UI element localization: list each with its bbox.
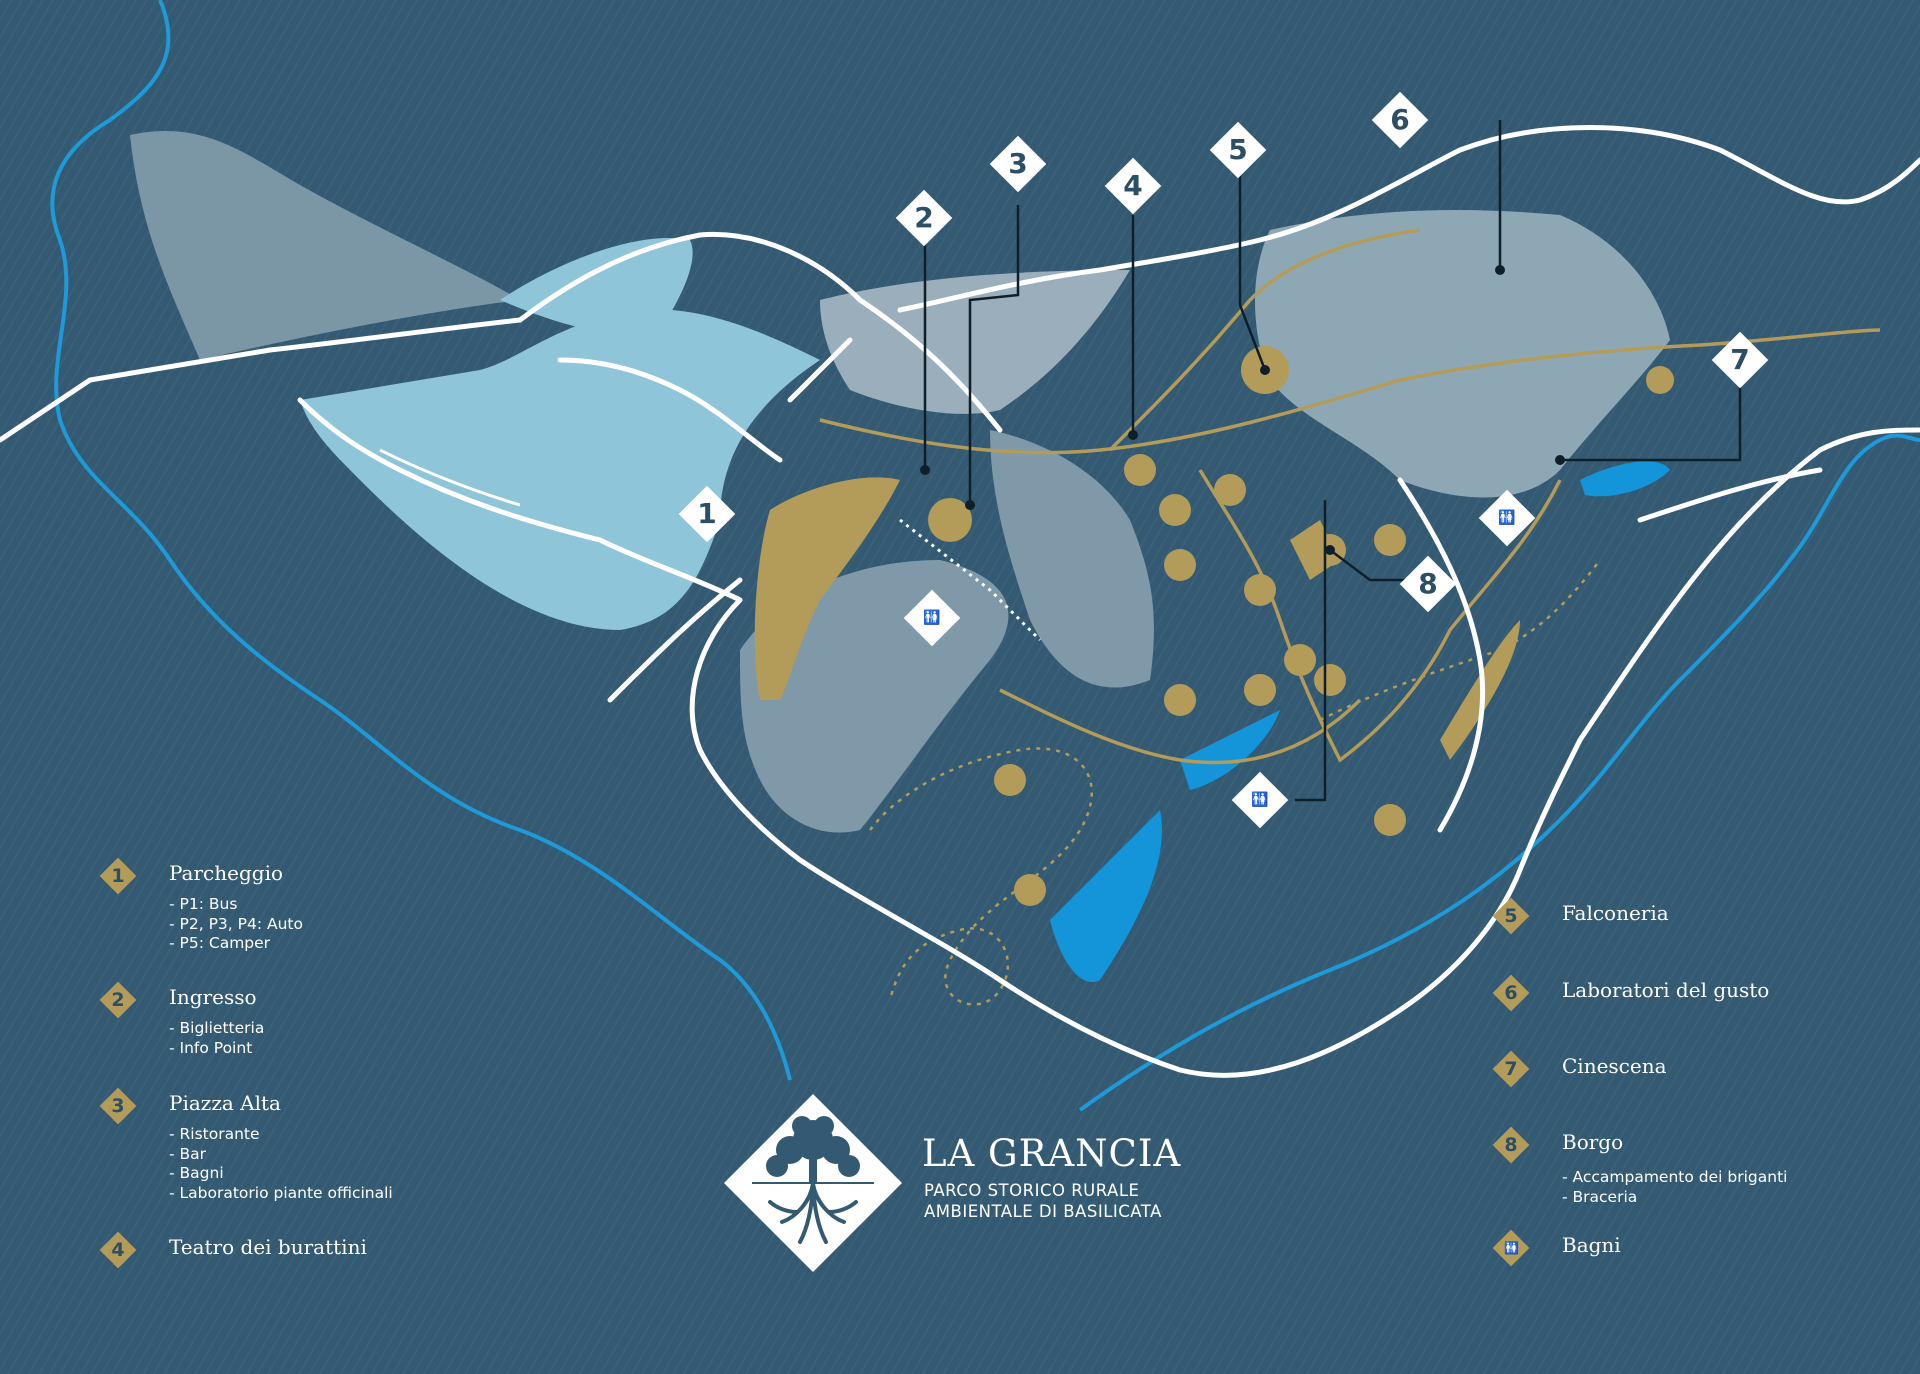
legend-diamond: 5 — [1492, 897, 1530, 935]
legend-title: Cinescena — [1562, 1054, 1667, 1078]
trails — [869, 559, 1601, 1006]
marker-label: 1 — [697, 497, 717, 530]
legend-diamond: 3 — [99, 1087, 137, 1125]
marker-label: 4 — [1123, 169, 1143, 202]
map-marker-1[interactable]: 1 — [678, 485, 736, 543]
marker-leader-ends — [920, 265, 1565, 555]
restroom-marker[interactable]: 🚻 — [903, 589, 961, 647]
map-marker-6[interactable]: 6 — [1371, 91, 1429, 149]
parking-area — [300, 309, 820, 630]
marker-label: 3 — [1008, 147, 1028, 180]
restroom-icon: 🚻 — [1504, 1241, 1519, 1255]
brand-title: LA GRANCIA — [922, 1132, 1182, 1175]
marker-label: 6 — [1390, 103, 1410, 136]
hillside-area — [130, 131, 520, 360]
restroom-accessible-icon: 🚻 — [1251, 792, 1269, 808]
map-marker-2[interactable]: 2 — [895, 189, 953, 247]
restroom-accessible-icon: 🚻 — [1498, 510, 1516, 526]
legend-title: Falconeria — [1562, 901, 1669, 925]
vineyard — [990, 430, 1154, 688]
entrance-walkway — [899, 518, 1042, 642]
parking-area-upper — [500, 238, 693, 334]
legend-diamond: 6 — [1492, 974, 1530, 1012]
legend-diamond: 🚻 — [1492, 1229, 1530, 1267]
map-marker-4[interactable]: 4 — [1104, 157, 1162, 215]
legend-title: Bagni — [1562, 1233, 1621, 1257]
legend-subitems: - Accampamento dei briganti - Braceria — [1562, 1168, 1788, 1206]
legend-title: Borgo — [1562, 1130, 1624, 1154]
legend-subitems: - Ristorante - Bar - Bagni - Laboratorio… — [169, 1125, 393, 1202]
legend-diamond: 1 — [99, 857, 137, 895]
legend-title: Piazza Alta — [169, 1091, 281, 1115]
legend-title: Laboratori del gusto — [1562, 978, 1770, 1002]
roads — [0, 125, 1920, 1078]
lake-south — [1050, 810, 1162, 982]
lake-mid — [1180, 710, 1280, 790]
map-marker-3[interactable]: 3 — [989, 135, 1047, 193]
legend-diamond: 8 — [1492, 1126, 1530, 1164]
grey-zone-east — [1255, 210, 1670, 498]
restroom-marker[interactable]: 🚻 — [1478, 489, 1536, 547]
legend-diamond: 7 — [1492, 1050, 1530, 1088]
restroom-accessible-icon: 🚻 — [923, 610, 941, 626]
marker-leaders — [923, 120, 1742, 802]
legend-diamond: 2 — [99, 981, 137, 1019]
map-marker-5[interactable]: 5 — [1209, 121, 1267, 179]
oak-tree-with-roots-icon — [724, 1094, 902, 1272]
rivers — [50, 0, 1920, 1112]
map-marker-8[interactable]: 8 — [1399, 555, 1457, 613]
restroom-marker[interactable]: 🚻 — [1231, 771, 1289, 829]
marker-label: 5 — [1228, 133, 1248, 166]
brand-subtitle: PARCO STORICO RURALE AMBIENTALE DI BASIL… — [924, 1181, 1162, 1221]
legend-diamond: 4 — [99, 1231, 137, 1269]
legend-title: Ingresso — [169, 985, 257, 1009]
marker-label: 8 — [1418, 567, 1438, 600]
lake-east — [1580, 461, 1670, 497]
map-marker-7[interactable]: 7 — [1711, 331, 1769, 389]
legend-title: Teatro dei burattini — [169, 1235, 367, 1259]
legend-subitems: - P1: Bus - P2, P3, P4: Auto - P5: Campe… — [169, 895, 303, 952]
marker-label: 2 — [914, 201, 934, 234]
service-road — [379, 448, 521, 507]
legend-title: Parcheggio — [169, 861, 284, 885]
grey-zone — [820, 270, 1130, 414]
marker-label: 7 — [1730, 343, 1750, 376]
legend-subitems: - Biglietteria - Info Point — [169, 1019, 265, 1057]
